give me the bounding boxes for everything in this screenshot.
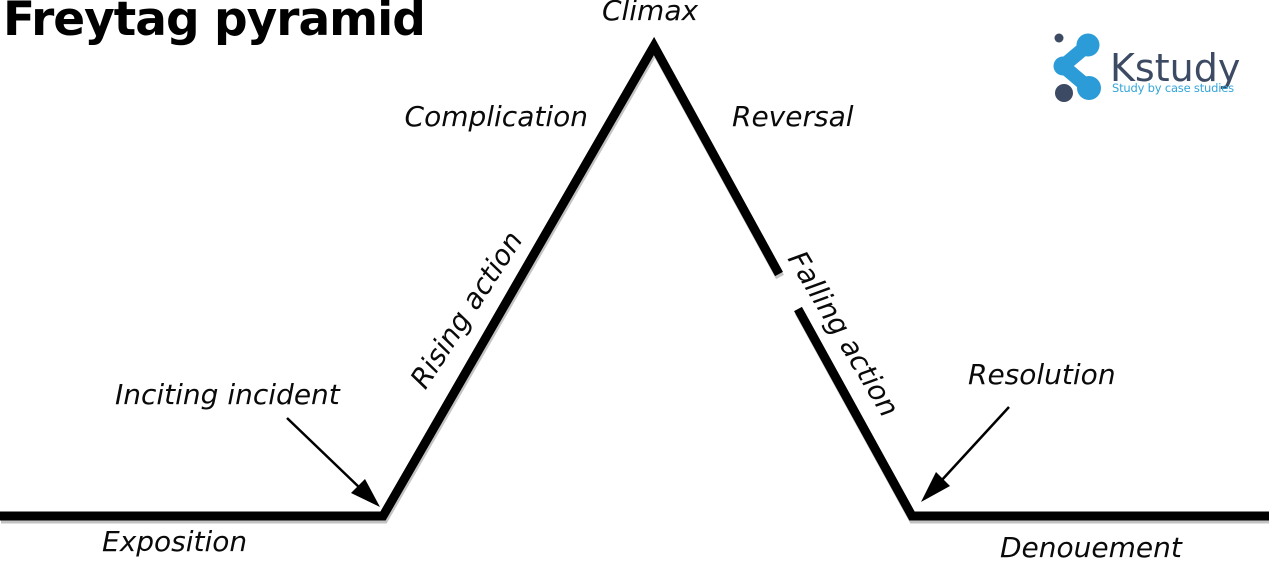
label-exposition: Exposition [102, 525, 248, 558]
label-climax: Climax [601, 0, 699, 27]
resolution-arrow [921, 406, 1010, 502]
label-denouement: Denouement [1000, 531, 1182, 564]
label-complication: Complication [404, 100, 588, 133]
baseline-left-and-rising-line [0, 36, 783, 521]
inciting-incident-arrow [286, 417, 380, 507]
pyramid-outline [0, 36, 1269, 521]
logo-dot-small-navy [1054, 33, 1064, 43]
label-resolution: Resolution [968, 358, 1116, 391]
falling-line-and-baseline-right [794, 306, 1269, 521]
label-reversal: Reversal [732, 100, 854, 133]
logo-node-top [1076, 33, 1100, 57]
kstudy-brand-name: Kstudy [1110, 46, 1241, 90]
logo-node-bottom [1077, 76, 1101, 100]
logo-node-middle [1053, 56, 1073, 76]
kstudy-logo-icon [1053, 33, 1101, 102]
page-title: Freytag pyramid [3, 0, 426, 47]
logo-dot-navy [1055, 84, 1073, 102]
label-inciting-incident: Inciting incident [115, 378, 340, 411]
kstudy-brand-tagline: Study by case studies [1112, 81, 1234, 95]
